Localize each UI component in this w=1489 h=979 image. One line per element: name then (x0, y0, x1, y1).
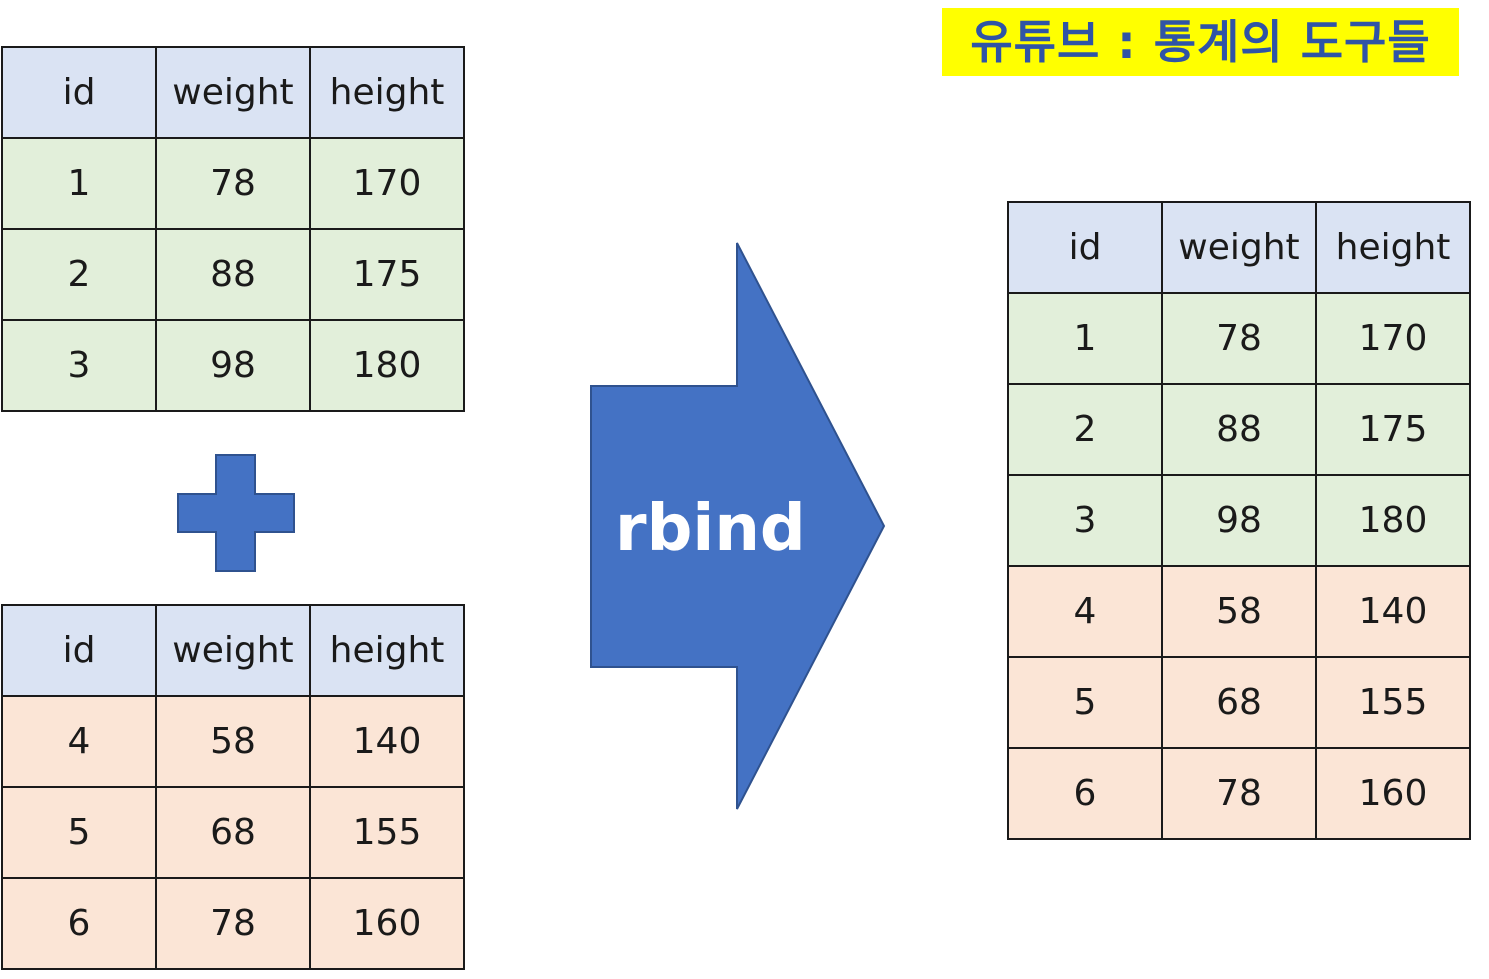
table-row: 1 78 170 (1007, 292, 1471, 385)
cell-id: 3 (1007, 474, 1163, 567)
header-cell-id: id (1007, 201, 1163, 294)
cell-weight: 98 (1161, 474, 1317, 567)
header-cell-weight: weight (1161, 201, 1317, 294)
table-header-row: id weight height (1, 604, 465, 697)
table-row: 3 98 180 (1007, 474, 1471, 567)
header-cell-weight: weight (155, 46, 311, 139)
cell-weight: 78 (155, 877, 311, 970)
header-cell-id: id (1, 604, 157, 697)
page-title: 유튜브 : 통계의 도구들 (942, 8, 1459, 76)
cell-id: 1 (1, 137, 157, 230)
cell-weight: 78 (1161, 747, 1317, 840)
cell-id: 2 (1, 228, 157, 321)
table-row: 3 98 180 (1, 319, 465, 412)
cell-weight: 68 (1161, 656, 1317, 749)
cell-weight: 58 (155, 695, 311, 788)
table-row: 1 78 170 (1, 137, 465, 230)
header-cell-id: id (1, 46, 157, 139)
input-table-bottom: id weight height 4 58 140 5 68 155 6 78 … (1, 604, 465, 970)
cell-height: 140 (309, 695, 465, 788)
cell-height: 155 (309, 786, 465, 879)
table-row: 5 68 155 (1, 786, 465, 879)
table-header-row: id weight height (1, 46, 465, 139)
cell-id: 4 (1, 695, 157, 788)
cell-weight: 78 (155, 137, 311, 230)
table-header-row: id weight height (1007, 201, 1471, 294)
cell-weight: 78 (1161, 292, 1317, 385)
cell-weight: 58 (1161, 565, 1317, 658)
input-table-top: id weight height 1 78 170 2 88 175 3 98 … (1, 46, 465, 412)
cell-height: 180 (309, 319, 465, 412)
header-cell-height: height (309, 46, 465, 139)
cell-id: 6 (1, 877, 157, 970)
cell-id: 5 (1, 786, 157, 879)
cell-id: 3 (1, 319, 157, 412)
cell-height: 175 (309, 228, 465, 321)
cell-height: 155 (1315, 656, 1471, 749)
header-cell-weight: weight (155, 604, 311, 697)
table-row: 4 58 140 (1, 695, 465, 788)
header-cell-height: height (1315, 201, 1471, 294)
cell-id: 1 (1007, 292, 1163, 385)
cell-weight: 98 (155, 319, 311, 412)
result-table: id weight height 1 78 170 2 88 175 3 98 … (1007, 201, 1471, 840)
cell-height: 140 (1315, 565, 1471, 658)
cell-id: 6 (1007, 747, 1163, 840)
cell-id: 4 (1007, 565, 1163, 658)
cell-height: 175 (1315, 383, 1471, 476)
cell-height: 160 (309, 877, 465, 970)
rbind-label: rbind (615, 492, 806, 566)
cell-id: 5 (1007, 656, 1163, 749)
cell-weight: 88 (1161, 383, 1317, 476)
cell-id: 2 (1007, 383, 1163, 476)
table-row: 2 88 175 (1, 228, 465, 321)
table-row: 4 58 140 (1007, 565, 1471, 658)
table-row: 2 88 175 (1007, 383, 1471, 476)
table-row: 6 78 160 (1007, 747, 1471, 840)
cell-height: 170 (309, 137, 465, 230)
cell-height: 170 (1315, 292, 1471, 385)
cell-height: 180 (1315, 474, 1471, 567)
table-row: 5 68 155 (1007, 656, 1471, 749)
table-row: 6 78 160 (1, 877, 465, 970)
cell-height: 160 (1315, 747, 1471, 840)
cell-weight: 88 (155, 228, 311, 321)
header-cell-height: height (309, 604, 465, 697)
cell-weight: 68 (155, 786, 311, 879)
